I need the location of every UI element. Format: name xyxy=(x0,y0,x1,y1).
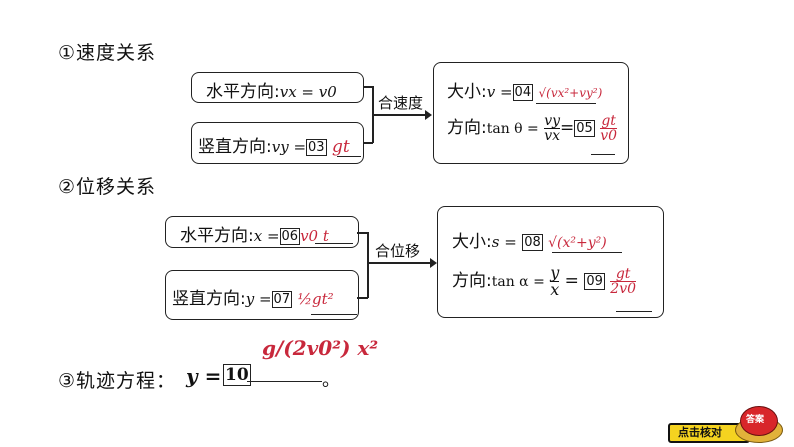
section1-magnitude-label: 大小: xyxy=(447,82,487,102)
connector xyxy=(363,86,373,88)
section2-direction-answer_den: 2v0 xyxy=(610,281,637,297)
connector xyxy=(357,232,368,234)
section2-direction-frac_num: y xyxy=(550,263,560,282)
velocity-horizontal-text: 水平方向:vx = v0 xyxy=(206,77,337,102)
section2-direction-blank: 09 xyxy=(584,273,605,290)
section3-heading: ③轨迹方程： xyxy=(58,370,177,392)
arrow-head-icon xyxy=(430,258,437,268)
answer-underline xyxy=(591,154,615,155)
blank-number: 03 xyxy=(306,139,327,156)
section1-direction-frac_num: vy xyxy=(544,113,561,129)
answer-underline xyxy=(536,103,596,104)
answer: √(vx²+vy²) xyxy=(538,86,603,100)
arrow-line xyxy=(373,114,428,116)
section1-direction-answer_den: v0 xyxy=(600,128,618,144)
arrow-head-icon xyxy=(425,110,432,120)
check-label: 点击核对 xyxy=(678,426,722,439)
combine-displacement-label: 合位移 xyxy=(375,242,421,260)
fraction-bar xyxy=(550,281,560,282)
section1-magnitude-lhs: v = xyxy=(486,83,513,101)
answer-badge: 答案 xyxy=(746,415,765,425)
displacement-magnitude: 大小:s = 08 √(x²+y²) xyxy=(452,227,607,252)
answer-underline xyxy=(311,314,357,315)
blank-number: 10 xyxy=(223,364,251,386)
answer-underline xyxy=(337,156,361,157)
section2-horizontal-lhs: x = xyxy=(253,227,280,245)
section2-vertical-blank: 07 xyxy=(271,291,293,308)
section2-vertical-label: 竖直方向: xyxy=(172,289,246,309)
answer-underline xyxy=(552,252,622,253)
fraction-bar xyxy=(610,281,637,282)
section1-direction-blank: 05 xyxy=(574,120,595,137)
section2-vertical-lhs: y = xyxy=(245,290,272,308)
section2-heading: ②位移关系 xyxy=(58,176,157,198)
answer-underline xyxy=(616,311,652,312)
section1-direction-answer_num: gt xyxy=(601,113,616,129)
answer: ½gt² xyxy=(297,290,334,308)
answer-underline xyxy=(315,243,353,244)
displacement-vertical-box: 竖直方向:y =07 ½gt² xyxy=(165,270,359,320)
section2-magnitude-label: 大小: xyxy=(452,232,492,252)
section1-vertical-lhs: vy = xyxy=(271,138,307,156)
period: 。 xyxy=(322,370,340,391)
section2-horizontal-blank: 06 xyxy=(279,228,301,245)
answer: √(x²+y²) xyxy=(548,235,607,251)
fraction-bar xyxy=(544,128,561,129)
connector xyxy=(357,297,368,299)
section1-horizontal-label: 水平方向: xyxy=(206,82,280,102)
connector xyxy=(367,232,369,298)
section1-magnitude-blank: 04 xyxy=(512,84,534,101)
section2-magnitude-lhs: s = xyxy=(491,233,517,251)
velocity-vertical-text: 竖直方向:vy =03 gt xyxy=(198,132,350,157)
trajectory-lhs: y = xyxy=(186,364,222,388)
section2-direction-answer_num: gt xyxy=(615,266,631,282)
section1-heading: ①速度关系 xyxy=(58,42,157,64)
answer: v0 t xyxy=(300,227,329,245)
section2-direction-lhs: tan α = xyxy=(491,274,545,290)
answer: gt xyxy=(331,137,350,157)
section1-direction-frac_den: vx xyxy=(544,128,561,144)
section2-magnitude-blank: 08 xyxy=(522,234,543,251)
arrow-line xyxy=(368,262,432,264)
section2-direction-label: 方向: xyxy=(452,271,492,291)
section2-direction-frac_den: x xyxy=(550,280,560,299)
connector xyxy=(372,86,374,143)
section1-vertical-label: 竖直方向: xyxy=(198,137,272,157)
displacement-vertical-text: 竖直方向:y =07 ½gt² xyxy=(172,284,334,309)
check-answer-button[interactable]: 点击核对 答案 xyxy=(665,405,790,443)
velocity-vertical-box: 竖直方向:vy =03 gt xyxy=(191,122,364,164)
connector xyxy=(363,142,373,144)
section1-direction-label: 方向: xyxy=(447,118,487,138)
velocity-horizontal-box: 水平方向:vx = v0 xyxy=(191,72,364,103)
red-button-icon: 答案 xyxy=(740,406,778,436)
combine-velocity-label: 合速度 xyxy=(378,94,424,112)
section1-horizontal-formula: vx = v0 xyxy=(279,83,337,101)
section1-direction-lhs: tan θ = xyxy=(486,121,539,137)
answer-underline xyxy=(247,381,322,382)
fraction-bar xyxy=(600,128,618,129)
velocity-magnitude: 大小:v =04 √(vx²+vy²) xyxy=(447,77,602,102)
section2-horizontal-label: 水平方向: xyxy=(180,226,254,246)
trajectory-answer: g/(2v0²) x² xyxy=(262,336,379,360)
